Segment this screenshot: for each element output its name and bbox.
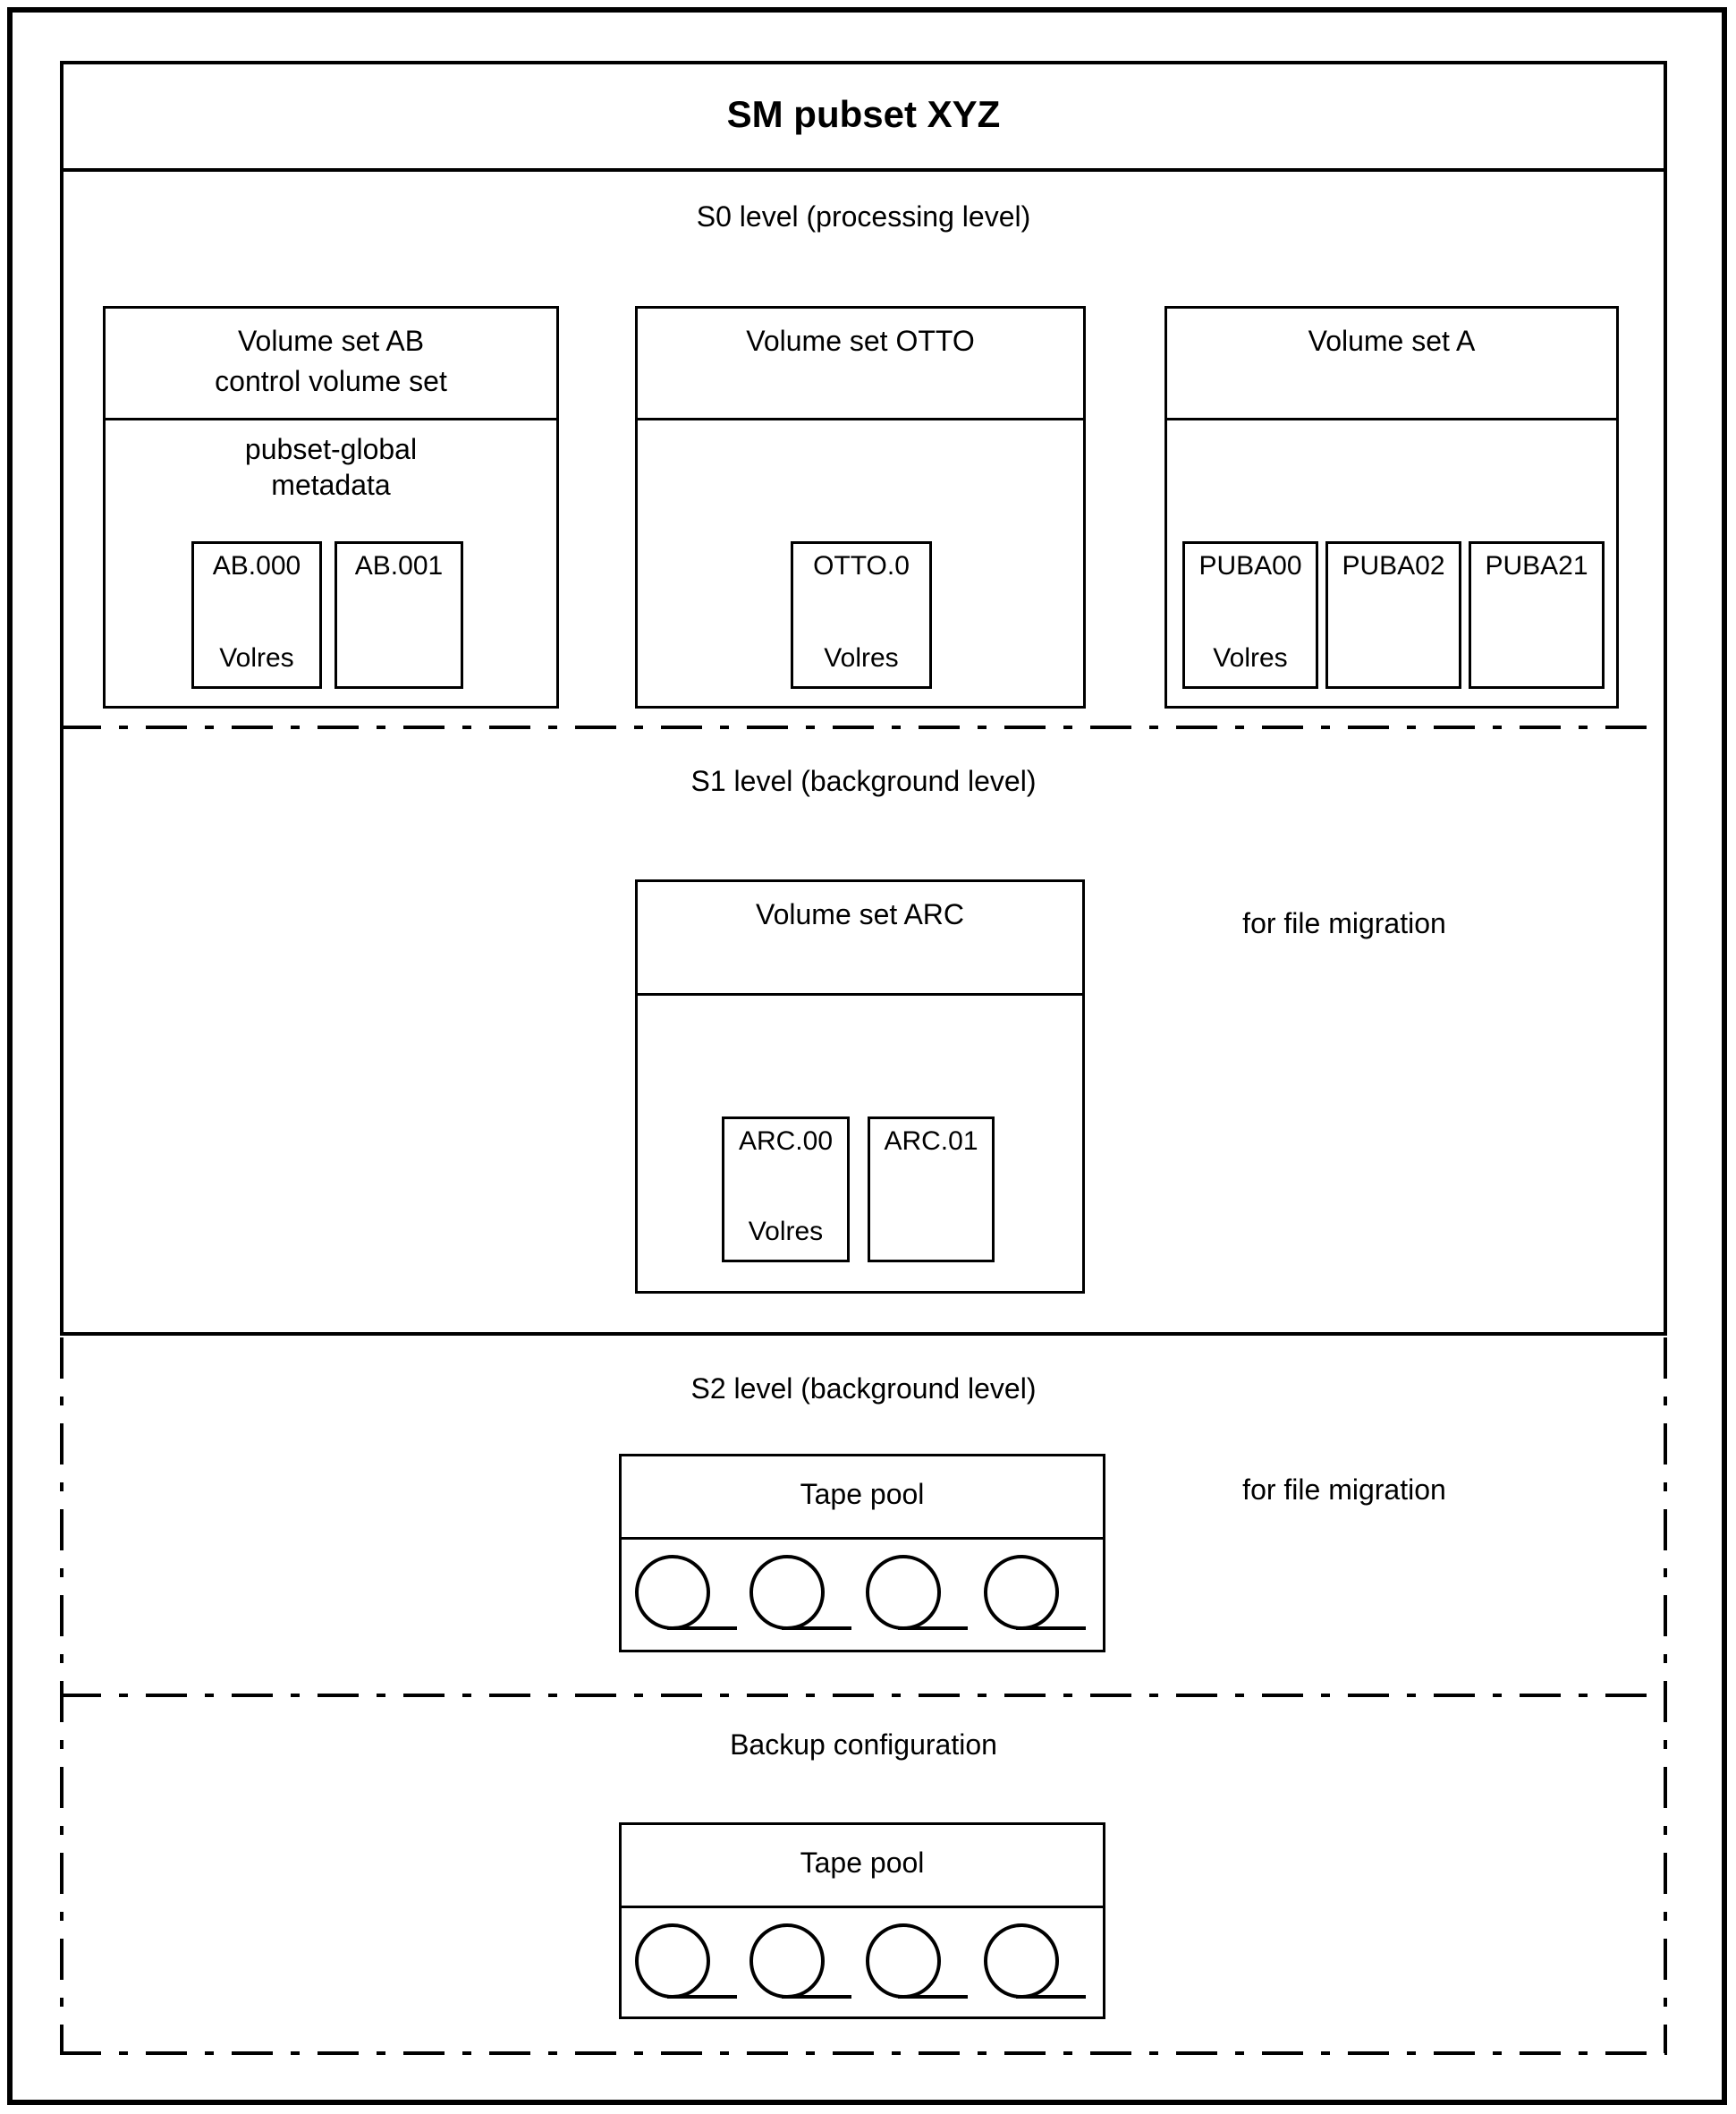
volume-set-a-header: Volume set A <box>1167 309 1616 420</box>
diagram-title-band: SM pubset XYZ <box>60 61 1667 172</box>
volume-name: AB.001 <box>354 551 444 581</box>
s1-file-migration-note: for file migration <box>1242 907 1446 939</box>
s2-tape-pool-header: Tape pool <box>622 1456 1103 1540</box>
tape-reel-icon <box>984 1555 1086 1630</box>
s2-tape-pool-box: Tape pool <box>619 1454 1105 1652</box>
volume-set-a-title: Volume set A <box>1308 325 1476 357</box>
metadata-line: metadata <box>271 469 391 501</box>
volume-set-arc-header: Volume set ARC <box>638 882 1082 996</box>
volume-set-ab-title: Volume set AB <box>237 325 425 357</box>
volume-name: PUBA00 <box>1198 551 1302 581</box>
volume-name: AB.000 <box>212 551 301 581</box>
volume-box-arc01: ARC.01 <box>868 1116 995 1262</box>
volres-label: Volres <box>219 643 294 673</box>
volume-box-arc00: ARC.00 Volres <box>722 1116 850 1262</box>
volume-box-ab001: AB.001 <box>334 541 463 689</box>
volume-name: OTTO.0 <box>813 551 910 581</box>
pubset-global-metadata-label: pubset-global metadata <box>103 431 559 503</box>
volume-set-otto-header: Volume set OTTO <box>638 309 1083 420</box>
tape-reel-icon <box>984 1923 1086 1999</box>
volume-name: ARC.00 <box>738 1126 834 1156</box>
tape-reel-icon <box>749 1923 851 1999</box>
tape-reel-icon <box>635 1555 737 1630</box>
page-border <box>7 7 1727 2105</box>
volume-set-ab-subtitle: control volume set <box>215 365 447 397</box>
volume-set-arc-title: Volume set ARC <box>756 898 964 930</box>
backup-configuration-label: Backup configuration <box>730 1728 997 1761</box>
volume-name: PUBA21 <box>1485 551 1588 581</box>
diagram-title: SM pubset XYZ <box>726 93 1001 135</box>
volres-label: Volres <box>748 1217 824 1246</box>
volume-box-otto0: OTTO.0 Volres <box>791 541 932 689</box>
pubset-global-line: pubset-global <box>244 433 418 465</box>
volume-set-ab-header: Volume set AB control volume set <box>106 309 556 420</box>
volume-box-puba02: PUBA02 <box>1325 541 1461 689</box>
volume-name: ARC.01 <box>884 1126 978 1156</box>
tape-reel-icon <box>866 1555 968 1630</box>
volume-set-otto-title: Volume set OTTO <box>746 325 975 357</box>
tape-reel-icon <box>635 1923 737 1999</box>
volume-name: PUBA02 <box>1342 551 1445 581</box>
tape-reel-icon <box>749 1555 851 1630</box>
sm-pubset-container <box>60 61 1667 1336</box>
volres-label: Volres <box>1213 643 1288 673</box>
volume-set-arc-box: Volume set ARC <box>635 879 1085 1294</box>
backup-tape-pool-header: Tape pool <box>622 1825 1103 1908</box>
volume-box-puba21: PUBA21 <box>1469 541 1605 689</box>
s2-file-migration-note: for file migration <box>1242 1473 1446 1506</box>
volres-label: Volres <box>824 643 899 673</box>
tape-reel-icon <box>866 1923 968 1999</box>
s2-level-label: S2 level (background level) <box>690 1372 1037 1405</box>
volume-set-ab-box: Volume set AB control volume set <box>103 306 559 709</box>
s0-level-label: S0 level (processing level) <box>696 200 1031 233</box>
volume-box-ab000: AB.000 Volres <box>191 541 322 689</box>
s1-level-label: S1 level (background level) <box>690 765 1037 797</box>
volume-box-puba00: PUBA00 Volres <box>1182 541 1318 689</box>
